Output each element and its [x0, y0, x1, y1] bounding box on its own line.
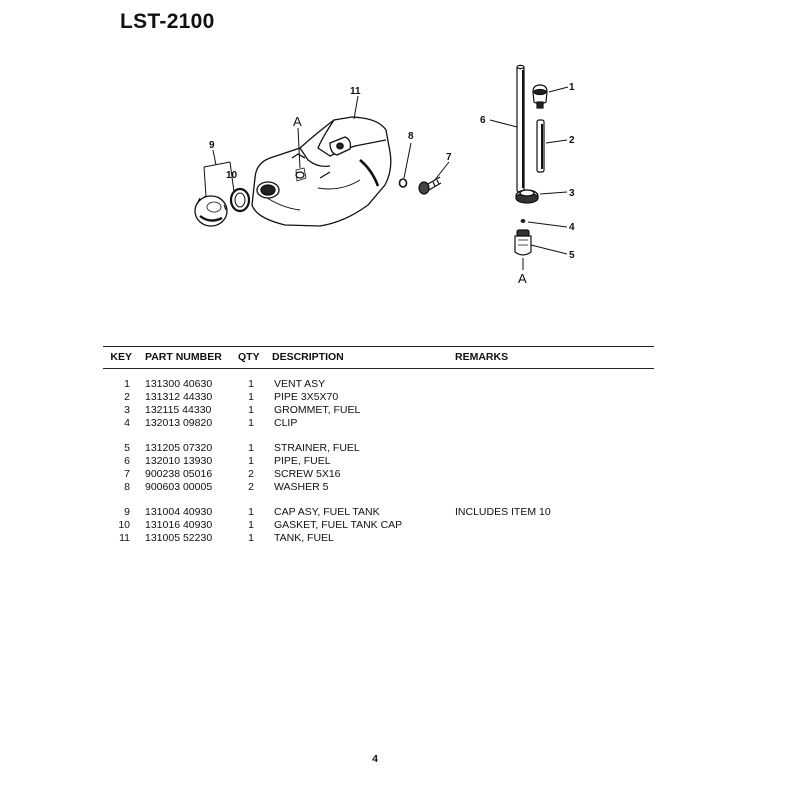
cell-qty: 2 — [248, 468, 254, 480]
table-header-rule — [103, 368, 654, 369]
cell-key: 10 — [118, 519, 130, 531]
cell-key: 2 — [124, 391, 130, 403]
cell-remarks: INCLUDES ITEM 10 — [455, 506, 551, 518]
table-row: 8 900603 00005 2 WASHER 5 — [0, 481, 800, 494]
header-key: KEY — [110, 351, 132, 363]
table-row: 6 132010 13930 1 PIPE, FUEL — [0, 455, 800, 468]
callout-10: 10 — [226, 170, 238, 181]
vent-pipe-illustration — [536, 119, 545, 173]
vent-assembly-illustration — [532, 84, 548, 109]
callout-a-filter: A — [518, 271, 527, 286]
cap-gasket-illustration — [229, 187, 251, 213]
exploded-parts-diagram: 11 A 9 10 8 7 6 1 — [194, 64, 575, 286]
cell-qty: 1 — [248, 404, 254, 416]
fuel-tank-illustration — [251, 116, 392, 227]
callout-2: 2 — [569, 135, 575, 146]
cell-qty: 1 — [248, 455, 254, 467]
cell-key: 4 — [124, 417, 130, 429]
page-title: LST-2100 — [120, 10, 215, 33]
table-row: 10 131016 40930 1 GASKET, FUEL TANK CAP — [0, 519, 800, 532]
table-row: 4 132013 09820 1 CLIP — [0, 417, 800, 430]
table-row: 11 131005 52230 1 TANK, FUEL — [0, 532, 800, 545]
cell-key: 6 — [124, 455, 130, 467]
cell-description: PIPE 3X5X70 — [274, 391, 339, 403]
callout-6: 6 — [480, 115, 486, 126]
cell-part-number: 131300 40630 — [145, 378, 213, 390]
cell-qty: 1 — [248, 417, 254, 429]
table-row: 2 131312 44330 1 PIPE 3X5X70 — [0, 391, 800, 404]
cell-qty: 2 — [248, 481, 254, 493]
cell-part-number: 131016 40930 — [145, 519, 213, 531]
callout-a-tank: A — [293, 114, 302, 129]
cell-key: 3 — [124, 404, 130, 416]
callout-5: 5 — [569, 250, 575, 261]
table-top-rule — [103, 346, 654, 347]
cell-part-number: 132013 09820 — [145, 417, 213, 429]
cell-qty: 1 — [248, 519, 254, 531]
grommet-illustration — [515, 189, 539, 204]
fuel-pipe-illustration — [516, 64, 525, 193]
cell-key: 8 — [124, 481, 130, 493]
cell-key: 1 — [124, 378, 130, 390]
cell-qty: 1 — [248, 506, 254, 518]
table-row: 5 131205 07320 1 STRAINER, FUEL — [0, 442, 800, 455]
callout-1: 1 — [569, 82, 575, 93]
cell-description: GASKET, FUEL TANK CAP — [274, 519, 403, 531]
callout-4: 4 — [569, 222, 575, 233]
cell-qty: 1 — [248, 442, 254, 454]
screw-illustration — [418, 176, 442, 195]
cell-part-number: 131004 40930 — [145, 506, 213, 518]
header-qty: QTY — [238, 351, 260, 363]
cell-qty: 1 — [248, 378, 254, 390]
clip-illustration — [520, 219, 526, 223]
callout-7: 7 — [446, 152, 452, 163]
cell-description: PIPE, FUEL — [274, 455, 331, 467]
table-row: 3 132115 44330 1 GROMMET, FUEL — [0, 404, 800, 417]
cell-description: TANK, FUEL — [274, 532, 334, 544]
cell-description: CAP ASY, FUEL TANK — [274, 506, 380, 518]
header-remarks: REMARKS — [455, 351, 509, 363]
cell-key: 5 — [124, 442, 130, 454]
cell-part-number: 132010 13930 — [145, 455, 213, 467]
cell-key: 9 — [124, 506, 130, 518]
cell-qty: 1 — [248, 532, 254, 544]
cell-description: CLIP — [274, 417, 298, 429]
cell-qty: 1 — [248, 391, 254, 403]
cell-part-number: 131005 52230 — [145, 532, 213, 544]
cell-part-number: 900603 00005 — [145, 481, 213, 493]
callout-3: 3 — [569, 188, 575, 199]
page-number: 4 — [372, 753, 378, 765]
callout-8: 8 — [408, 131, 414, 142]
cell-description: STRAINER, FUEL — [274, 442, 360, 454]
callout-9: 9 — [209, 140, 215, 151]
header-part-number: PART NUMBER — [145, 351, 222, 363]
table-row: 9 131004 40930 1 CAP ASY, FUEL TANK INCL… — [0, 506, 800, 519]
cell-part-number: 132115 44330 — [145, 404, 212, 416]
cell-key: 7 — [124, 468, 130, 480]
fuel-cap-illustration — [194, 195, 228, 227]
table-row: 1 131300 40630 1 VENT ASY — [0, 378, 800, 391]
cell-description: WASHER 5 — [274, 481, 329, 493]
cell-key: 11 — [119, 532, 130, 544]
cell-description: GROMMET, FUEL — [274, 404, 361, 416]
cell-part-number: 900238 05016 — [145, 468, 213, 480]
cell-description: VENT ASY — [274, 378, 326, 390]
table-row: 7 900238 05016 2 SCREW 5X16 — [0, 468, 800, 481]
header-description: DESCRIPTION — [272, 351, 344, 363]
callout-11: 11 — [350, 86, 361, 97]
cell-description: SCREW 5X16 — [274, 468, 341, 480]
strainer-illustration — [514, 229, 532, 256]
cell-part-number: 131312 44330 — [145, 391, 213, 403]
washer-illustration — [398, 178, 408, 188]
cell-part-number: 131205 07320 — [145, 442, 213, 454]
